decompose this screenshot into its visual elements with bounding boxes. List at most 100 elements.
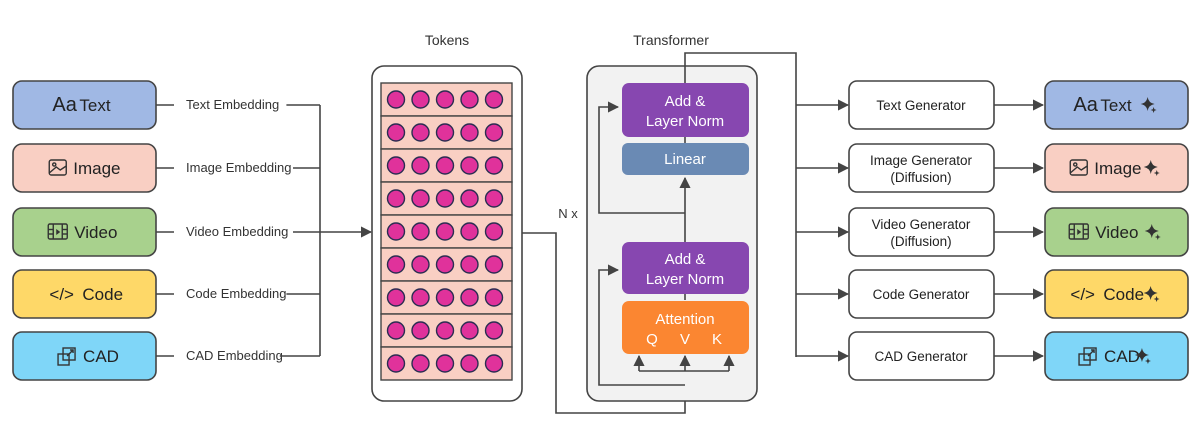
embedding-label-cad: CAD Embedding bbox=[186, 348, 283, 363]
key-label: K bbox=[712, 331, 722, 348]
code-icon: </> bbox=[1070, 285, 1095, 304]
token bbox=[460, 255, 479, 274]
token bbox=[484, 90, 504, 109]
token bbox=[386, 189, 406, 208]
token bbox=[460, 321, 479, 340]
output-box-bg bbox=[1044, 143, 1189, 193]
token-row bbox=[380, 115, 513, 150]
input-box-image[interactable]: Image bbox=[12, 143, 157, 193]
add-norm-bottom-line1: Add & bbox=[665, 251, 706, 268]
output-box-code[interactable]: </> Code bbox=[1044, 269, 1189, 319]
token bbox=[435, 123, 455, 142]
attention-block: Attention Q V K bbox=[622, 301, 749, 354]
image-icon bbox=[48, 159, 67, 176]
output-box-cad[interactable]: CAD bbox=[1044, 331, 1189, 381]
input-label: Text bbox=[79, 96, 110, 115]
token bbox=[484, 189, 504, 208]
input-label: Video bbox=[74, 223, 117, 242]
token bbox=[460, 288, 479, 307]
token-grid bbox=[380, 82, 513, 381]
token bbox=[484, 156, 504, 175]
token bbox=[460, 156, 479, 175]
token-row bbox=[380, 148, 513, 183]
token bbox=[460, 189, 479, 208]
tokens-title: Tokens bbox=[425, 32, 469, 48]
transformer-title: Transformer bbox=[633, 32, 709, 48]
input-box-video[interactable]: Video bbox=[12, 207, 157, 257]
image-icon bbox=[1069, 159, 1088, 176]
token bbox=[435, 255, 455, 274]
add-norm-bottom-line2: Layer Norm bbox=[646, 271, 724, 288]
add-norm-top-line2: Layer Norm bbox=[646, 113, 724, 130]
token bbox=[460, 90, 479, 109]
generator-label: CAD Generator bbox=[874, 349, 968, 364]
token bbox=[460, 354, 479, 373]
input-label: Image bbox=[73, 159, 120, 178]
cad-icon bbox=[57, 347, 76, 366]
generator-text[interactable]: Text Generator bbox=[848, 80, 995, 130]
token bbox=[411, 288, 430, 307]
token bbox=[386, 156, 406, 175]
generator-code[interactable]: Code Generator bbox=[848, 269, 995, 319]
film-icon bbox=[1068, 223, 1089, 240]
input-label: CAD bbox=[83, 347, 119, 366]
cad-icon bbox=[1078, 347, 1097, 366]
generator-cad[interactable]: CAD Generator bbox=[848, 331, 995, 381]
embedding-label-text: Text Embedding bbox=[186, 97, 279, 112]
token bbox=[460, 123, 479, 142]
token bbox=[386, 222, 406, 241]
token bbox=[386, 90, 406, 109]
repeat-label: N x bbox=[558, 206, 578, 221]
token-row bbox=[380, 247, 513, 282]
film-icon bbox=[47, 223, 68, 240]
input-box-cad[interactable]: CAD bbox=[12, 331, 157, 381]
token-row bbox=[380, 313, 513, 348]
generator-sublabel: (Diffusion) bbox=[890, 234, 951, 249]
embedding-label-code: Code Embedding bbox=[186, 286, 286, 301]
generator-label: Video Generator bbox=[872, 217, 971, 232]
generator-label: Image Generator bbox=[870, 153, 973, 168]
token bbox=[484, 255, 504, 274]
add-norm-top-block: Add & Layer Norm bbox=[622, 83, 749, 137]
text-aa-icon: Aa bbox=[52, 94, 77, 116]
token bbox=[411, 123, 430, 142]
sparkle-icon bbox=[1134, 348, 1151, 364]
token bbox=[386, 255, 406, 274]
token bbox=[460, 222, 479, 241]
input-label: Code bbox=[82, 285, 123, 304]
token bbox=[435, 90, 455, 109]
token-row bbox=[380, 82, 513, 117]
text-aa-icon: Aa bbox=[1073, 94, 1098, 116]
input-box-code[interactable]: </> Code bbox=[12, 269, 157, 319]
token bbox=[386, 354, 406, 373]
token bbox=[435, 222, 455, 241]
token bbox=[386, 123, 406, 142]
output-label: Code bbox=[1103, 285, 1144, 304]
generator-video[interactable]: Video Generator (Diffusion) bbox=[848, 207, 995, 257]
value-label: V bbox=[680, 331, 690, 348]
attention-label: Attention bbox=[655, 311, 714, 328]
output-box-bg bbox=[1044, 331, 1189, 381]
token bbox=[435, 321, 455, 340]
sparkle-icon bbox=[1144, 224, 1161, 240]
code-icon: </> bbox=[49, 285, 74, 304]
token bbox=[411, 222, 430, 241]
output-box-video[interactable]: Video bbox=[1044, 207, 1189, 257]
output-label: CAD bbox=[1104, 347, 1140, 366]
output-box-image[interactable]: Image bbox=[1044, 143, 1189, 193]
sparkle-icon bbox=[1143, 160, 1160, 176]
generator-image[interactable]: Image Generator(Diffusion) bbox=[848, 143, 995, 193]
token bbox=[484, 123, 504, 142]
output-box-bg bbox=[1044, 269, 1189, 319]
output-label: Image bbox=[1094, 159, 1141, 178]
embedding-label-image: Image Embedding bbox=[186, 160, 292, 175]
residual-1 bbox=[598, 264, 685, 386]
generator-label: Text Generator bbox=[876, 98, 966, 113]
token bbox=[386, 321, 406, 340]
